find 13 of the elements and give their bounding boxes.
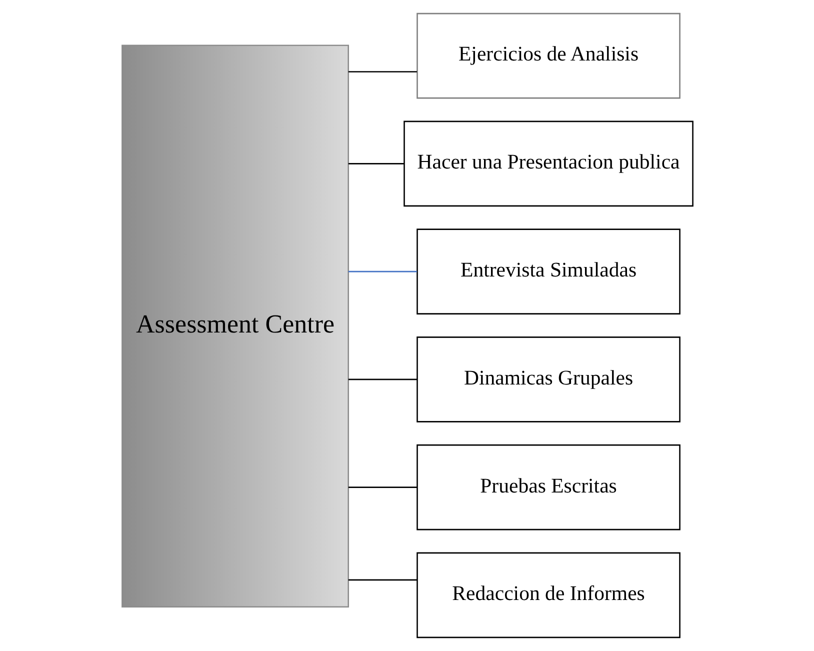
node-box: Hacer una Presentacion publica <box>403 120 693 207</box>
connector <box>348 378 416 380</box>
node-box: Entrevista Simuladas <box>416 228 680 314</box>
node-box: Dinamicas Grupales <box>416 336 680 422</box>
connector <box>348 71 416 72</box>
connector <box>348 270 416 272</box>
node-box: Pruebas Escritas <box>416 444 680 530</box>
node-box: Redaccion de Informes <box>416 552 680 638</box>
connector <box>348 163 404 164</box>
node-box: Assessment Centre <box>121 44 348 608</box>
node-box: Ejercicios de Analisis <box>416 12 680 99</box>
connector <box>348 579 416 581</box>
connector <box>348 486 416 488</box>
